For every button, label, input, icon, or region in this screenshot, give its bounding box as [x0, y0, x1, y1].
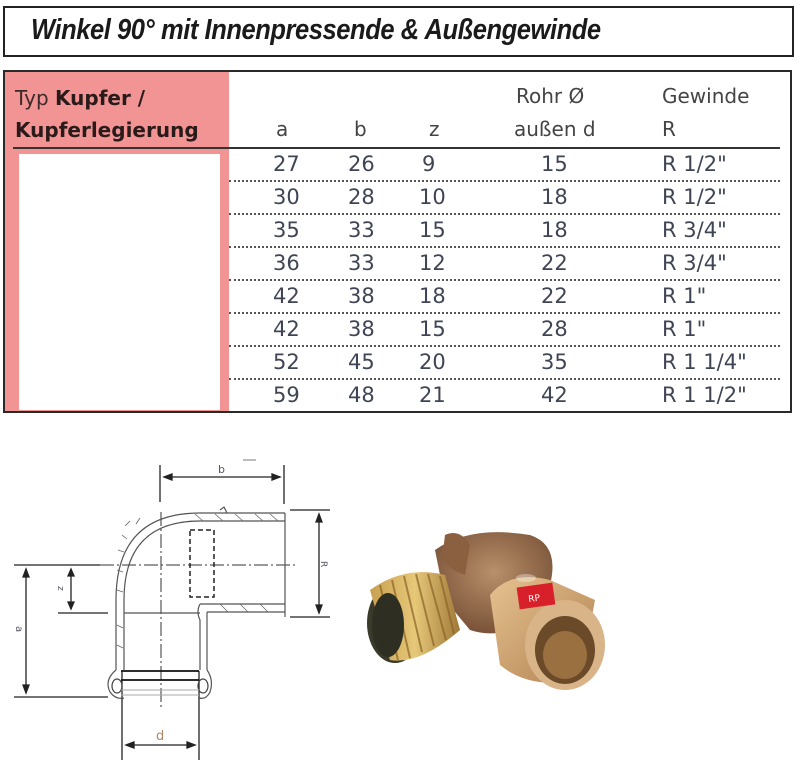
type-header-material: Kupfer /	[55, 86, 146, 110]
cell-r: R 1"	[662, 284, 707, 308]
cell-r: R 3/4"	[662, 218, 727, 242]
table-row: 35 33 15 18 R 3/4"	[229, 215, 780, 248]
table-row: 59 48 21 42 R 1 1/2"	[229, 380, 780, 413]
marking-text: RP	[528, 593, 542, 605]
table-row: 52 45 20 35 R 1 1/4"	[229, 347, 780, 380]
cell-d: 42	[541, 383, 568, 407]
cell-a: 42	[273, 317, 300, 341]
cell-d: 35	[541, 350, 568, 374]
cell-z: 21	[419, 383, 446, 407]
cell-b: 38	[348, 284, 375, 308]
cell-b: 48	[348, 383, 375, 407]
label-a: a	[13, 626, 24, 632]
label-R: R	[318, 561, 328, 567]
table-row: 27 26 9 15 R 1/2"	[229, 149, 780, 182]
table-row: 36 33 12 22 R 3/4"	[229, 248, 780, 281]
header-divider	[13, 147, 780, 149]
col-header-a: a	[276, 117, 289, 141]
cell-a: 35	[273, 218, 300, 242]
cell-b: 33	[348, 251, 375, 275]
type-column: Typ Kupfer / Kupferlegierung	[5, 72, 229, 411]
col-header-d-line1: Rohr Ø	[516, 84, 585, 108]
type-header-alloy: Kupferlegierung	[15, 118, 199, 142]
cell-d: 28	[541, 317, 568, 341]
cell-z: 9	[422, 152, 436, 176]
cell-r: R 1 1/4"	[662, 350, 747, 374]
cell-z: 20	[419, 350, 446, 374]
col-header-r-line1: Gewinde	[662, 84, 750, 108]
cell-a: 52	[273, 350, 300, 374]
cell-a: 59	[273, 383, 300, 407]
label-z: z	[55, 586, 65, 591]
cell-r: R 1 1/2"	[662, 383, 747, 407]
cell-d: 22	[541, 251, 568, 275]
cell-z: 15	[419, 218, 446, 242]
cell-d: 15	[541, 152, 568, 176]
type-header-prefix: Typ	[15, 86, 55, 110]
cell-d: 18	[541, 218, 568, 242]
cell-a: 36	[273, 251, 300, 275]
col-header-r-line2: R	[662, 117, 676, 141]
cell-r: R 3/4"	[662, 251, 727, 275]
table-row: 30 28 10 18 R 1/2"	[229, 182, 780, 215]
type-header: Typ Kupfer / Kupferlegierung	[15, 82, 199, 146]
label-d: d	[156, 729, 164, 744]
cell-z: 15	[419, 317, 446, 341]
cell-b: 45	[348, 350, 375, 374]
table-row: 42 38 15 28 R 1"	[229, 314, 780, 347]
page-title: Winkel 90° mit Innenpressende & Außengew…	[31, 14, 601, 46]
cell-d: 22	[541, 284, 568, 308]
cell-b: 26	[348, 152, 375, 176]
cell-b: 38	[348, 317, 375, 341]
elbow-technical-drawing: b R z a d	[13, 459, 330, 760]
table-row: 42 38 18 22 R 1"	[229, 281, 780, 314]
cell-r: R 1"	[662, 317, 707, 341]
type-column-blank-area	[19, 154, 220, 410]
elbow-product-photo: RP	[367, 532, 605, 690]
cell-r: R 1/2"	[662, 152, 727, 176]
label-b: b	[218, 463, 225, 476]
cell-z: 18	[419, 284, 446, 308]
title-box: Winkel 90° mit Innenpressende & Außengew…	[3, 6, 794, 57]
cell-z: 10	[419, 185, 446, 209]
cell-z: 12	[419, 251, 446, 275]
cell-a: 30	[273, 185, 300, 209]
cell-r: R 1/2"	[662, 185, 727, 209]
col-header-d-line2: außen d	[514, 117, 596, 141]
dimensions-table: Typ Kupfer / Kupferlegierung a b z Rohr …	[3, 70, 792, 413]
cell-b: 33	[348, 218, 375, 242]
cell-a: 42	[273, 284, 300, 308]
cell-a: 27	[273, 152, 300, 176]
col-header-b: b	[354, 117, 367, 141]
cell-b: 28	[348, 185, 375, 209]
col-header-z: z	[429, 117, 440, 141]
red-marking	[516, 582, 556, 610]
cell-d: 18	[541, 185, 568, 209]
